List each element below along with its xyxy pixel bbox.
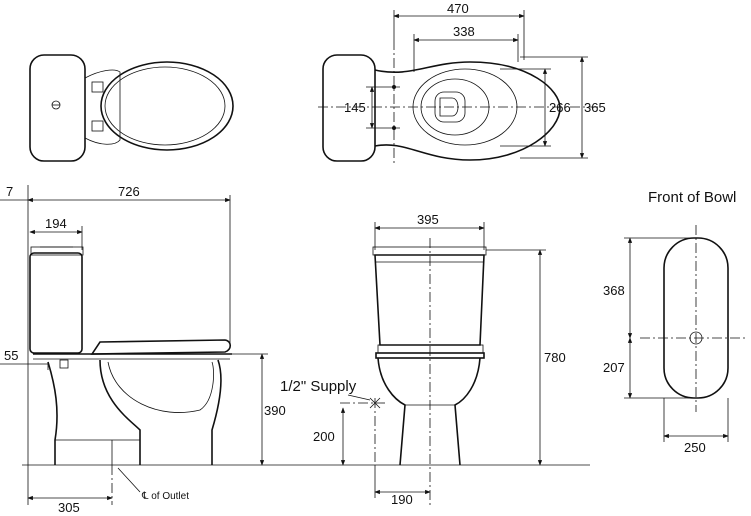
bowl-outline bbox=[374, 61, 561, 161]
front-of-bowl-view bbox=[624, 225, 745, 442]
tank-top-outline bbox=[322, 54, 376, 162]
dim-overall-height: 780 bbox=[544, 350, 566, 365]
top-view-bowl bbox=[318, 10, 600, 165]
bowl-side bbox=[211, 359, 222, 465]
dim-upper: 368 bbox=[603, 283, 625, 298]
dim-rough-in: 305 bbox=[58, 500, 80, 515]
hinge-upper bbox=[91, 81, 104, 93]
dim-bowl-width: 266 bbox=[549, 100, 571, 115]
hinge-lower bbox=[91, 120, 104, 132]
side-view bbox=[0, 185, 590, 505]
dim-wall-gap: 7 bbox=[6, 184, 13, 199]
outlet-label: ℄ of Outlet bbox=[141, 491, 189, 502]
dim-width: 250 bbox=[684, 440, 706, 455]
dim-supply-height: 200 bbox=[313, 429, 335, 444]
dim-bolt-spacing: 145 bbox=[344, 100, 366, 115]
seat-lid-outline bbox=[100, 61, 234, 151]
tank-front bbox=[374, 254, 485, 346]
dim-lower: 207 bbox=[603, 360, 625, 375]
seat-side bbox=[90, 339, 232, 355]
dim-overall-width: 365 bbox=[584, 100, 606, 115]
dim-overall-length: 470 bbox=[447, 1, 469, 16]
tank-lid-outline bbox=[29, 54, 86, 162]
front-view bbox=[340, 222, 546, 505]
front-of-bowl-title: Front of Bowl bbox=[648, 189, 736, 206]
bowl-front bbox=[377, 357, 406, 466]
dim-tank-width: 395 bbox=[417, 212, 439, 227]
dim-bowl-length: 338 bbox=[453, 24, 475, 39]
dim-base-width: 190 bbox=[391, 492, 413, 507]
dim-seat-offset: 55 bbox=[4, 348, 18, 363]
supply-label: 1/2" Supply bbox=[280, 378, 357, 395]
dim-overall-depth: 726 bbox=[118, 184, 140, 199]
top-view-seat bbox=[29, 54, 234, 162]
dim-seat-height: 390 bbox=[264, 403, 286, 418]
dim-tank-depth: 194 bbox=[45, 216, 67, 231]
tank-side bbox=[29, 252, 83, 354]
